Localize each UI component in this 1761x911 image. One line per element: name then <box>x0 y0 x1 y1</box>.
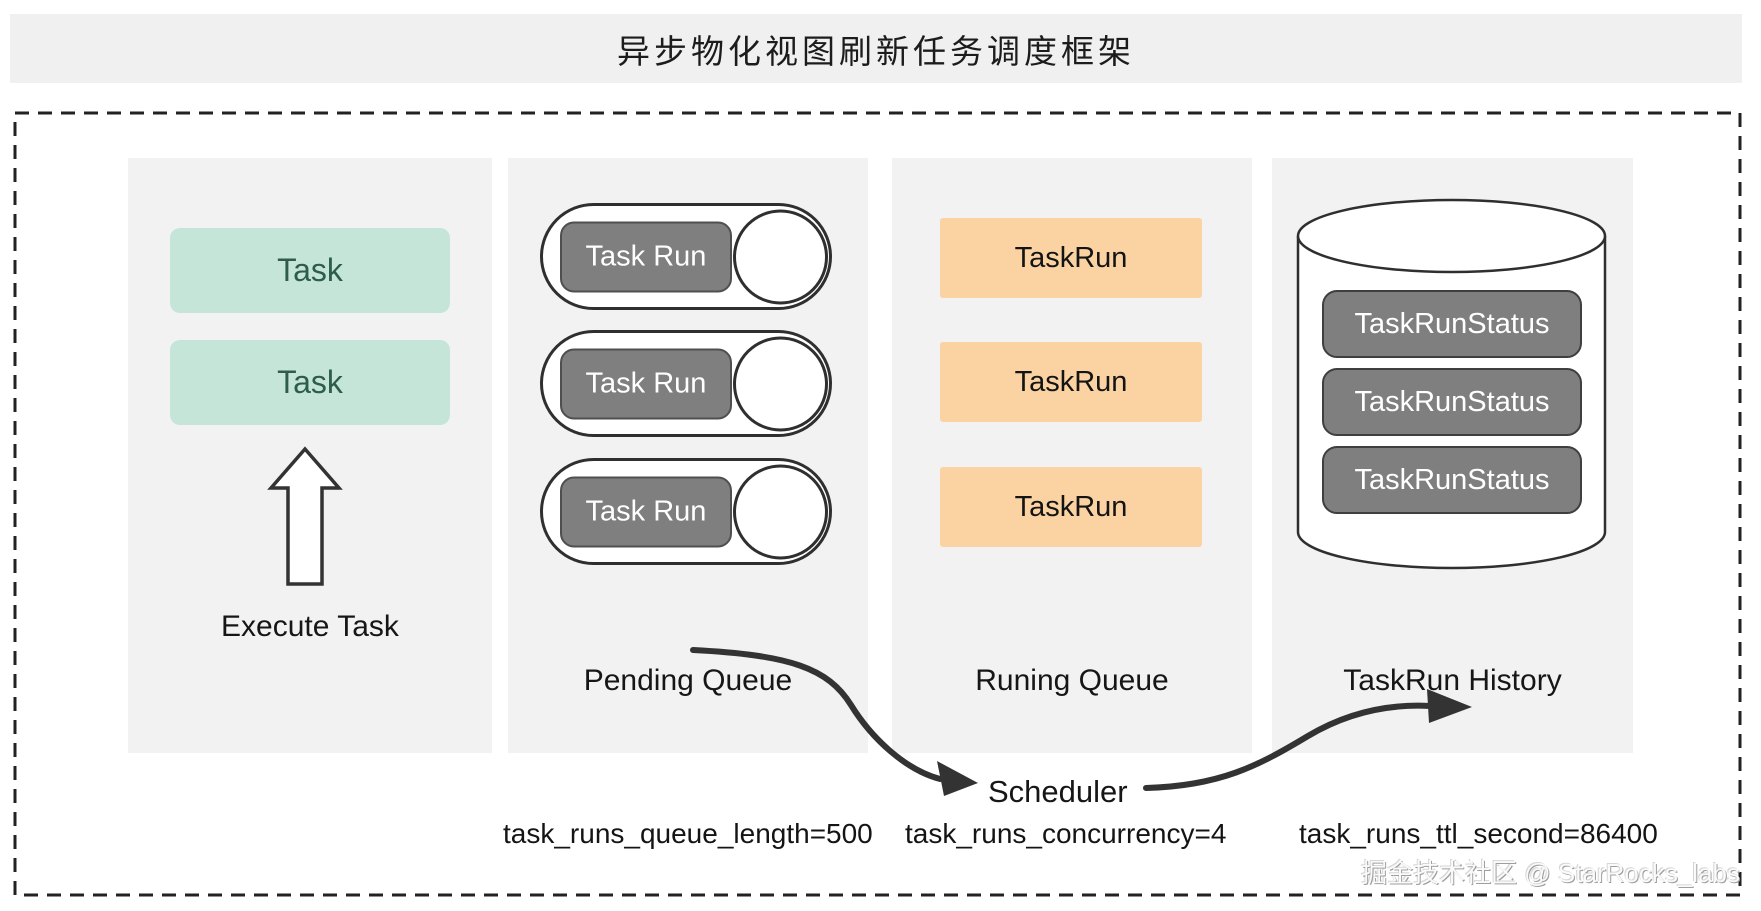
pending-queue-panel: Task Run Task Run Task Run Pending Queue <box>508 158 868 753</box>
watermark: 掘金技术社区 @ StarRocks_labs <box>1361 858 1740 888</box>
taskrun-label: TaskRun <box>1014 490 1128 523</box>
history-label: TaskRun History <box>1343 664 1562 697</box>
taskrunstatus-label: TaskRunStatus <box>1354 385 1550 418</box>
running-queue-panel: TaskRun TaskRun TaskRun Runing Queue <box>892 158 1252 753</box>
page-title: 异步物化视图刷新任务调度框架 <box>617 32 1135 70</box>
param-queue-length: task_runs_queue_length=500 <box>503 818 873 849</box>
execute-task-panel: Task Task Execute Task <box>128 158 492 753</box>
taskrun-box: Task Run <box>560 348 732 419</box>
param-ttl-second: task_runs_ttl_second=86400 <box>1299 818 1658 849</box>
taskrun-box: Task Run <box>560 476 732 547</box>
pending-taskrun-capsule: Task Run <box>540 458 832 565</box>
taskrun-label: Task Run <box>585 367 707 399</box>
up-arrow-icon <box>267 446 343 586</box>
taskrunstatus-box: TaskRunStatus <box>1322 446 1582 514</box>
running-taskrun-box: TaskRun <box>940 342 1202 422</box>
capsule-end-circle <box>733 464 828 559</box>
running-queue-label: Runing Queue <box>975 664 1169 697</box>
taskrun-box: Task Run <box>560 221 732 292</box>
title-bar: 异步物化视图刷新任务调度框架 <box>10 14 1742 83</box>
pending-queue-label: Pending Queue <box>583 664 793 697</box>
taskrun-label: Task Run <box>585 495 707 527</box>
history-panel: TaskRunStatus TaskRunStatus TaskRunStatu… <box>1272 158 1633 753</box>
scheduler-label: Scheduler <box>988 774 1128 809</box>
capsule-end-circle <box>733 209 828 304</box>
execute-task-label: Execute Task <box>221 610 399 643</box>
running-taskrun-box: TaskRun <box>940 218 1202 298</box>
taskrun-label: Task Run <box>585 240 707 272</box>
running-taskrun-box: TaskRun <box>940 467 1202 547</box>
taskrunstatus-box: TaskRunStatus <box>1322 290 1582 358</box>
taskrun-label: TaskRun <box>1014 365 1128 398</box>
taskrunstatus-box: TaskRunStatus <box>1322 368 1582 436</box>
capsule-end-circle <box>733 336 828 431</box>
param-concurrency: task_runs_concurrency=4 <box>905 818 1227 849</box>
taskrunstatus-label: TaskRunStatus <box>1354 307 1550 340</box>
taskrunstatus-label: TaskRunStatus <box>1354 463 1550 496</box>
taskrun-label: TaskRun <box>1014 241 1128 274</box>
pending-taskrun-capsule: Task Run <box>540 330 832 437</box>
pending-taskrun-capsule: Task Run <box>540 203 832 310</box>
